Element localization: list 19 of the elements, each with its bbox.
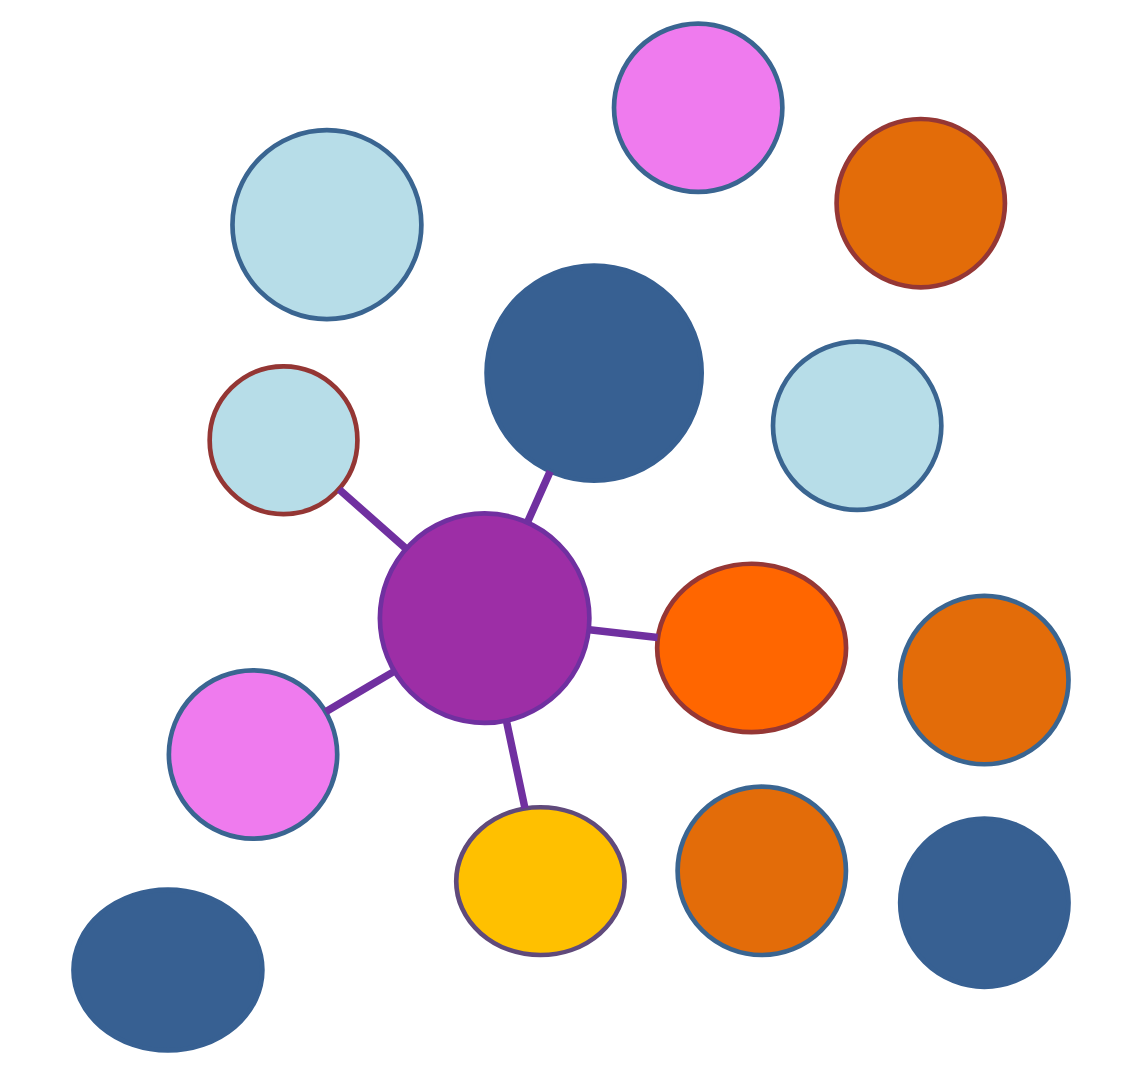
node-ellipse (452, 804, 626, 958)
connector (501, 720, 528, 810)
node-circle (483, 263, 703, 483)
node-circle (833, 116, 1007, 290)
connector (322, 668, 395, 715)
node-circle (610, 21, 784, 195)
node-circle (229, 127, 423, 322)
node-circle (376, 511, 591, 726)
node-circle (769, 339, 943, 513)
node-ellipse (653, 561, 848, 735)
node-circle (206, 364, 359, 517)
node-circle (896, 593, 1070, 767)
node-circle (165, 668, 339, 841)
node-circle (674, 784, 848, 958)
node-circle (896, 816, 1070, 990)
node-ellipse (70, 887, 264, 1053)
connector (523, 469, 553, 524)
connector (335, 486, 408, 552)
connector (587, 626, 657, 642)
